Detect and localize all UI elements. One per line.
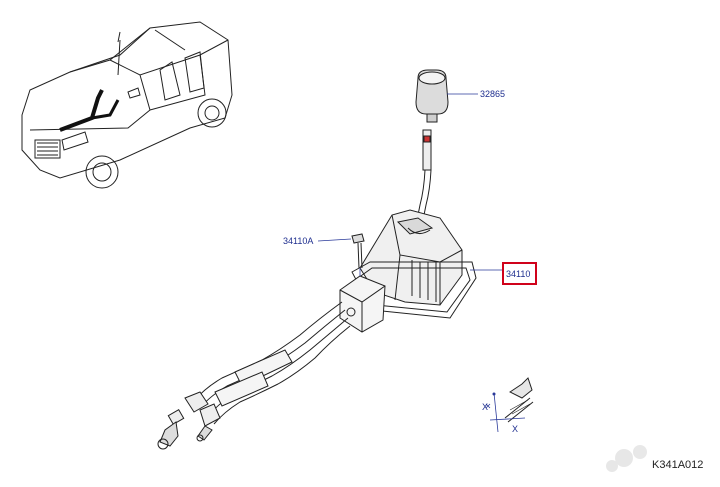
mounting-bolt xyxy=(351,233,365,269)
bolt-leader-line xyxy=(317,238,352,242)
diagram-reference-code: K341A012 xyxy=(652,459,703,471)
callout-label-bolt: 34110A xyxy=(283,236,313,246)
callout-label-knob: 32865 xyxy=(480,89,505,99)
shift-cables xyxy=(157,301,351,450)
axis-mark-x-left: X xyxy=(482,402,488,412)
vehicle-illustration xyxy=(21,21,233,189)
watermark-logo xyxy=(606,445,647,472)
callout-highlight-box xyxy=(502,262,537,285)
shift-knob xyxy=(415,69,449,123)
axis-mark-x-right: X xyxy=(512,424,518,434)
shifter-housing xyxy=(339,209,477,333)
bolt-axis-detail xyxy=(485,377,534,433)
callout-label-shifter: 34110 xyxy=(506,269,530,279)
shift-lever xyxy=(415,129,432,226)
